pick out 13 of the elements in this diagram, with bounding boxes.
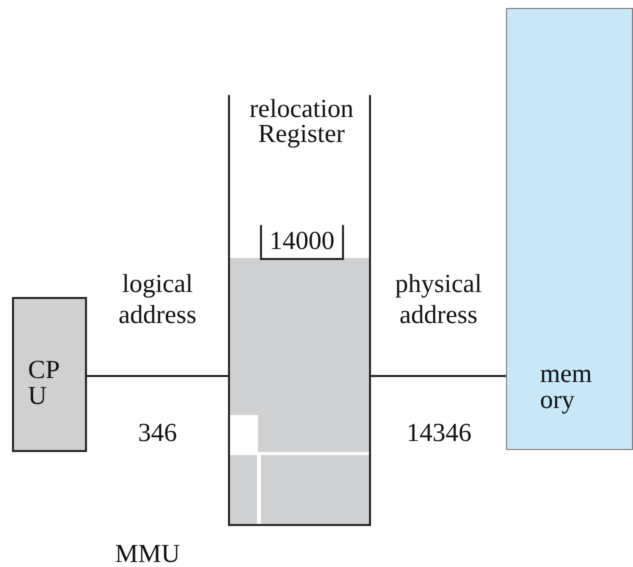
address-value: 14346 [406, 420, 472, 446]
edge-label: logical address [118, 268, 198, 330]
memory-box [506, 8, 633, 450]
cpu-box [12, 297, 87, 452]
node-label: memory [540, 361, 593, 413]
connector-line [87, 375, 228, 377]
node-label: MMU [114, 541, 181, 567]
connector-line [371, 375, 506, 377]
node-label: CPU [28, 357, 61, 409]
register-value: 14000 [268, 228, 336, 254]
edge-label: physical address [394, 268, 483, 330]
address-value: 346 [137, 420, 178, 446]
register-label: relocation Register [248, 97, 354, 146]
